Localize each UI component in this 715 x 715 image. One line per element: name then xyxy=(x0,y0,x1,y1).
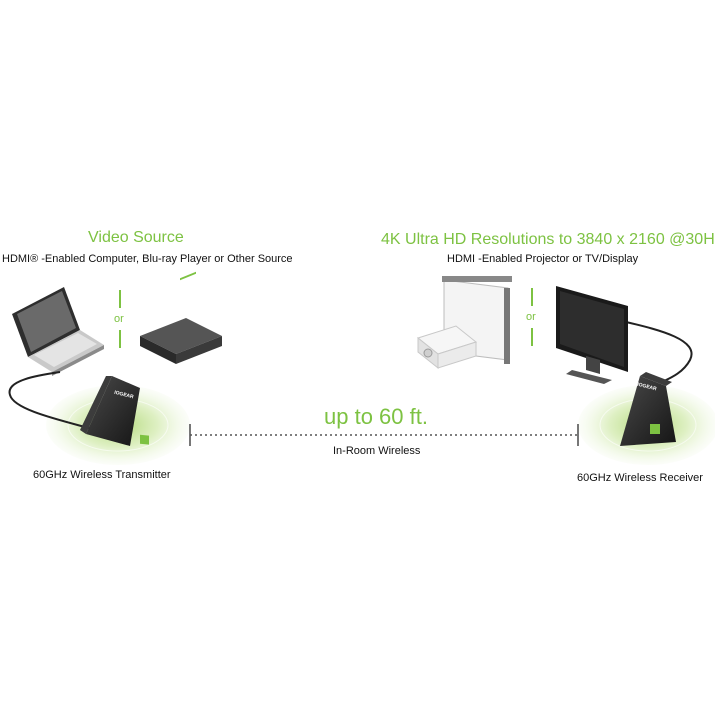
link-caption: In-Room Wireless xyxy=(333,445,421,457)
tv-display-icon xyxy=(556,286,628,384)
display-cable xyxy=(625,321,693,384)
link-distance-label: up to 60 ft. xyxy=(324,404,428,429)
transmitter-led-icon xyxy=(140,434,149,445)
display-or-label: or xyxy=(526,311,536,323)
source-subtitle: HDMI® -Enabled Computer, Blu-ray Player … xyxy=(2,253,293,265)
source-or-divider-top xyxy=(119,290,121,308)
display-title: 4K Ultra HD Resolutions to 3840 x 2160 @… xyxy=(381,231,715,248)
receiver-device-icon xyxy=(620,372,676,446)
transmitter-caption: 60GHz Wireless Transmitter xyxy=(33,469,171,481)
source-cable xyxy=(8,371,97,431)
display-or-divider-top xyxy=(531,288,533,306)
display-or-divider-bottom xyxy=(531,328,533,346)
receiver-caption: 60GHz Wireless Receiver xyxy=(577,472,703,484)
receiver-led-icon xyxy=(650,424,660,434)
source-or-label: or xyxy=(114,313,124,325)
bluray-player-icon xyxy=(140,271,222,364)
source-or-divider-bottom xyxy=(119,330,121,348)
laptop-icon xyxy=(12,287,104,376)
source-title: Video Source xyxy=(88,229,184,246)
transmitter-device-icon xyxy=(80,376,149,446)
display-subtitle: HDMI -Enabled Projector or TV/Display xyxy=(447,253,639,265)
projector-icon xyxy=(416,276,512,370)
